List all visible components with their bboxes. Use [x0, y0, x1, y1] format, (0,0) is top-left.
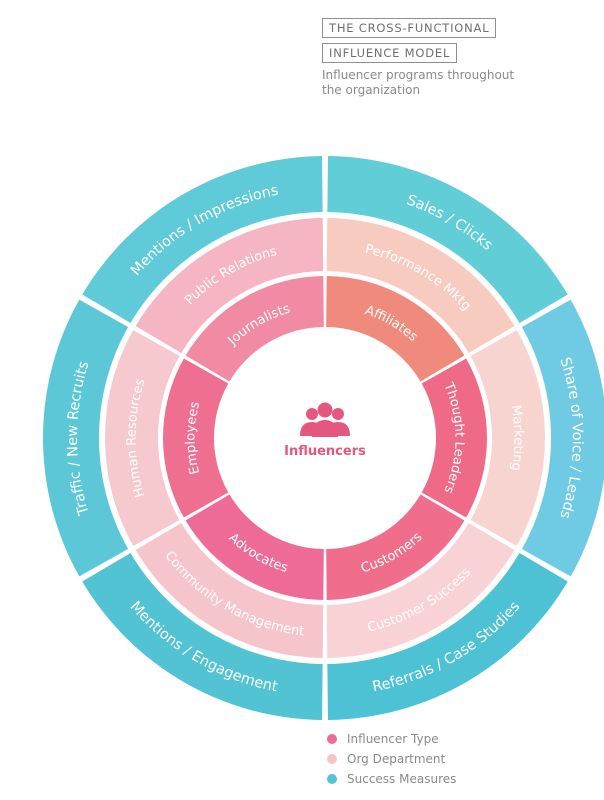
title-line-2: INFLUENCE MODEL — [322, 43, 458, 63]
legend-swatch — [327, 774, 337, 784]
outer-ring-segment — [42, 299, 129, 577]
subtitle: Influencer programs throughout the organ… — [322, 68, 515, 97]
outer-ring-segment — [327, 156, 568, 323]
outer-ring-segment — [327, 553, 568, 720]
legend-item-success-measures: Success Measures — [327, 769, 456, 789]
middle-ring-segment — [326, 218, 515, 353]
legend-item-influencer-type: Influencer Type — [327, 729, 456, 749]
inner-ring-segment — [185, 276, 324, 382]
inner-ring-label: Employees — [184, 400, 204, 476]
inner-ring-segment — [185, 494, 324, 600]
middle-ring-label: Marketing — [508, 404, 526, 472]
middle-ring-segment — [105, 330, 180, 546]
middle-ring-segment — [135, 218, 324, 353]
inner-ring-segment — [326, 276, 465, 382]
outer-ring-segment — [82, 156, 323, 323]
center-label: Influencers — [284, 444, 366, 459]
inner-ring-segment — [326, 494, 465, 600]
center-circle — [216, 329, 434, 547]
legend: Influencer Type Org Department Success M… — [327, 729, 456, 789]
header: THE CROSS-FUNCTIONAL INFLUENCE MODEL Inf… — [322, 17, 522, 98]
inner-ring-segment — [421, 358, 487, 518]
legend-item-org-department: Org Department — [327, 749, 456, 769]
legend-label: Org Department — [347, 752, 446, 766]
people-group-icon — [300, 402, 350, 437]
legend-swatch — [327, 754, 337, 764]
inner-ring-segment — [163, 358, 229, 518]
outer-ring-segment — [521, 299, 604, 577]
outer-ring-segment — [82, 553, 323, 720]
center-hub: Influencers — [216, 329, 434, 547]
legend-label: Success Measures — [347, 772, 457, 786]
middle-ring-segment — [326, 523, 515, 658]
legend-swatch — [327, 734, 337, 744]
title-line-1: THE CROSS-FUNCTIONAL — [322, 18, 497, 38]
middle-ring-segment — [470, 330, 545, 546]
legend-label: Influencer Type — [347, 732, 439, 746]
middle-ring-segment — [135, 523, 324, 658]
